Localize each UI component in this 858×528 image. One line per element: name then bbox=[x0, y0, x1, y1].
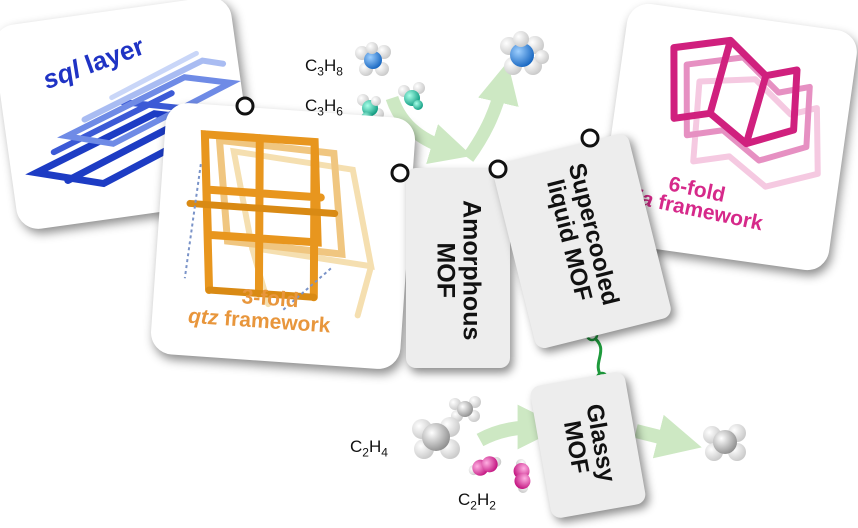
arrow-c2h4-output bbox=[634, 414, 702, 459]
ethylene-molecule-large bbox=[412, 417, 460, 459]
c3h8-label: C3H8 bbox=[305, 56, 343, 79]
dia-framework-card: 6-fold dia framework bbox=[596, 1, 858, 273]
c2h4-label: C2H4 bbox=[350, 437, 388, 460]
c3h6-label: C3H6 bbox=[305, 96, 343, 119]
c2h2-label: C2H2 bbox=[458, 490, 496, 513]
propylene-molecule-2 bbox=[398, 82, 425, 110]
arrow-c3-feed bbox=[385, 95, 472, 165]
acetylene-molecule-1 bbox=[468, 456, 502, 476]
ethylene-molecule-output bbox=[703, 424, 746, 461]
arrow-c2-feed bbox=[476, 404, 563, 450]
propane-molecule-small bbox=[355, 42, 391, 76]
propane-molecule-output bbox=[500, 31, 549, 75]
qtz-framework-structure bbox=[183, 130, 375, 319]
arrow-c3h8-output bbox=[462, 61, 519, 162]
dia-framework-structure bbox=[670, 36, 821, 190]
acetylene-molecule-2 bbox=[513, 459, 531, 493]
qtz-framework-card: 3-fold qtz framework bbox=[149, 101, 417, 371]
